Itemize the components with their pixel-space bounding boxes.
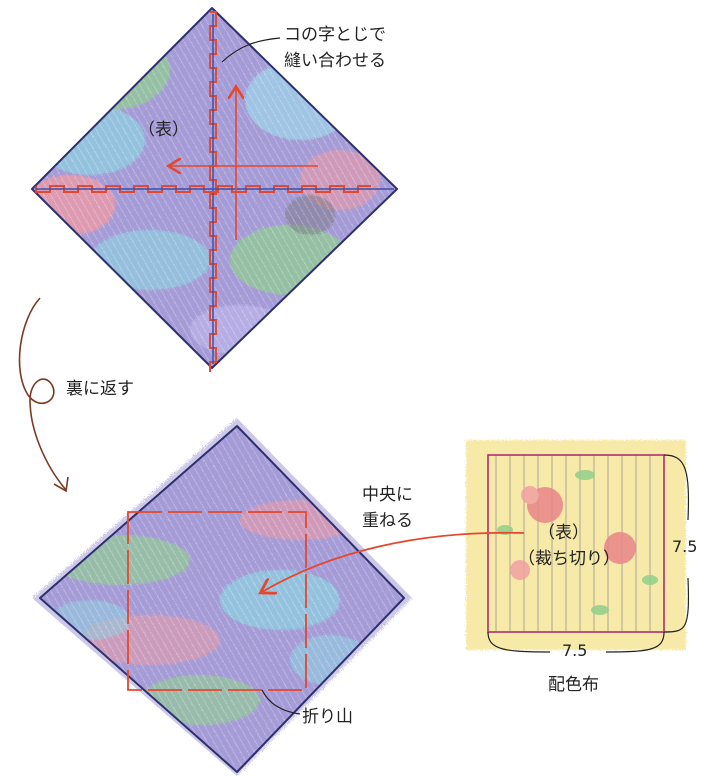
top-stitch-lines — [35, 11, 394, 372]
patch-outline — [487, 454, 665, 633]
direction-arrows — [170, 88, 318, 240]
center-label-line2: 重ねる — [362, 511, 413, 531]
center-placement-arrow — [262, 531, 525, 592]
accent-fabric-label: 配色布 — [548, 675, 599, 695]
dim-bottom-label: 7.5 — [562, 641, 587, 660]
bottom-fabric-diamond — [32, 418, 412, 776]
center-label-line1: 中央に — [362, 485, 413, 505]
flip-label: 裏に返す — [66, 378, 134, 399]
horizontal-stitch-red — [35, 185, 371, 193]
top-diamond-outline — [31, 7, 398, 369]
flip-arrowhead — [53, 476, 69, 493]
accent-patch — [466, 440, 686, 650]
vertical-stitch-red — [209, 11, 217, 372]
flip-curve-arrow — [18, 297, 67, 491]
dim-right-bracket — [663, 454, 690, 633]
patch-roses — [510, 486, 636, 580]
bottom-diamond-outline — [39, 425, 405, 773]
stitch-leader-line — [221, 37, 281, 63]
stitch-label-line1: コの字とじで — [284, 25, 386, 45]
fold-square — [127, 511, 307, 691]
dim-bottom-bracket — [487, 631, 665, 653]
fold-leader-line — [261, 689, 301, 715]
patch-front-label: （表） — [538, 523, 589, 543]
top-front-label: （表） — [138, 120, 189, 140]
stitch-label-line2: 縫い合わせる — [284, 51, 386, 71]
patch-cut-label: （裁ち切り） — [518, 549, 620, 569]
fold-label: 折り山 — [302, 707, 353, 727]
dim-right-label: 7.5 — [672, 537, 697, 556]
